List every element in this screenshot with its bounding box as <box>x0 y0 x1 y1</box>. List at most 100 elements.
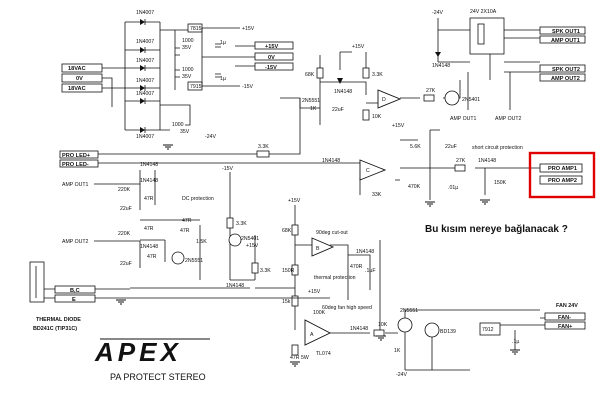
opamp-a <box>304 319 332 346</box>
regulator-7912 <box>479 322 501 336</box>
diode-label-5: 1N4007 <box>136 91 154 97</box>
res-1k-d: 1K <box>310 106 317 112</box>
spk-out2-label: SPK OUT2 <box>552 67 580 73</box>
thermal-section: +15V 68K 150R 15k B 90deg cut-out 1N4148… <box>255 198 381 361</box>
fan-minus-pin <box>544 312 586 321</box>
diode-label-1: 1N4007 <box>136 10 154 16</box>
output-minus15-label: -15V <box>265 65 277 71</box>
rail-minus24-relay: -24V <box>432 10 443 16</box>
diode-label-6: 1N4007 <box>136 134 154 140</box>
diode-label-3: 1N4007 <box>136 58 154 64</box>
amp-out1-bottom: AMP OUT1 <box>450 116 477 122</box>
res-150r-label: 15k <box>282 299 291 305</box>
res-22k-d <box>362 109 370 121</box>
relay-section: -24V 24V 2X10A 1N4148 SPK OUT1 AMP OUT1 … <box>432 9 586 122</box>
short-circuit-title: short circuit protection <box>472 145 523 151</box>
cap-01u-label: .01µ <box>448 185 458 191</box>
thermal-diode-section: B,C E THERMAL DIODE BD241C (TIP31C) <box>29 261 330 332</box>
dc-protection-section: AMP OUT1 AMP OUT2 220K 220K 47R 47R 47R … <box>62 162 271 289</box>
amp-out1-label: AMP OUT1 <box>551 38 580 44</box>
output-plus15-label: +15V <box>265 44 278 50</box>
pro-amp2-pin <box>539 175 583 185</box>
res-150r <box>291 295 299 307</box>
ground-symbols <box>116 144 520 367</box>
thermal-diode-label: THERMAL DIODE <box>36 317 81 323</box>
q-bd139-label: BD139 <box>440 329 456 335</box>
opamp-c-label: C <box>366 168 370 174</box>
pin-e-label: E <box>72 297 76 303</box>
q-bd139-symbol <box>424 322 440 338</box>
q-2n5401-dc-label: 2N5401 <box>241 236 259 242</box>
res-220k-1: 47R <box>144 196 154 202</box>
res-10k-d <box>423 94 435 102</box>
spk-out1-pin <box>539 26 586 35</box>
res-470k-label: 33K <box>372 192 382 198</box>
res-3k3-dc-label: 3.3K <box>236 221 247 227</box>
cap-22uf-c: 22uF <box>445 144 457 150</box>
bridge-diodes <box>140 19 146 133</box>
dc-protection-title: DC protection <box>182 196 214 202</box>
q-2n5551-fan: 2N5551 <box>400 308 418 314</box>
amp-in1-label: AMP OUT1 <box>62 182 89 188</box>
q-2n5551-dc <box>171 251 185 265</box>
res-3k3-dc2 <box>251 262 259 274</box>
power-supply-section: 18VAC 0V 18VAC 1N4007 1N4007 1N4007 1N40… <box>61 10 294 140</box>
res-150k-1: 220K <box>118 187 131 193</box>
cap-35v-b: 35V <box>182 74 192 80</box>
rail-plus15-top: +15V <box>242 26 255 32</box>
fan-speed-title: 60deg fan high speed <box>322 305 372 311</box>
rail-minus15-top: -15V <box>242 84 253 90</box>
res-68k-th-label: 68K <box>282 228 292 234</box>
res-220k-2: 47R <box>144 226 154 232</box>
res-1k5-label: 150R <box>282 268 295 274</box>
output-pin-minus15 <box>254 62 294 71</box>
amp-out2-bottom: AMP OUT2 <box>495 116 522 122</box>
res-100k-label: 470R <box>350 264 363 270</box>
cap-1000-b: 1000 <box>182 67 194 73</box>
q-2n5401-dc <box>228 233 242 247</box>
output-pin-plus15 <box>254 41 294 50</box>
short-circuit-section: PRO LED+ PRO LED- 3.3K 1N4148 C +15V 5.6… <box>59 98 596 200</box>
regulator-7815-label: 7815 <box>190 26 202 32</box>
cap-1000-c: 1000 <box>172 122 184 128</box>
relay-driver: +15V 68K 3.3K 1N4148 10K 22uF 2N5551 1K … <box>280 44 480 125</box>
res-10k-sc-label: 27K <box>456 158 466 164</box>
diode-label-4: 1N4007 <box>136 78 154 84</box>
res-3k3-dc2-label: 3.3K <box>260 268 271 274</box>
pin-bc <box>54 285 96 294</box>
input-0v-label: 0V <box>76 76 83 82</box>
pro-amp1-pin <box>539 163 583 173</box>
opamp-c <box>359 159 387 181</box>
res-220k-5: 47R <box>147 254 157 260</box>
res-220k-4: 47R <box>180 228 190 234</box>
q-2n5551-d: 2N5551 <box>302 98 320 104</box>
res-22k-label: 10K <box>372 114 382 120</box>
pro-amp2-label: PRO AMP2 <box>548 178 577 184</box>
input-18vac-2-label: 18VAC <box>68 86 86 92</box>
res-1k5 <box>291 264 299 276</box>
res-10k-sc <box>454 164 466 172</box>
pro-led-minus-pin <box>59 159 99 168</box>
res-470r-label: 47R 5W <box>290 355 309 361</box>
dc-diode-3: 1N4148 <box>140 244 158 250</box>
res-15k-label: 100K <box>313 310 326 316</box>
cap-22uf-d: 22uF <box>332 107 344 113</box>
sc-diode2-label: 1N4148 <box>478 158 496 164</box>
res-27k-label: 5.6K <box>410 144 421 150</box>
cap-1u-b: 1µ <box>220 76 226 82</box>
cap-22uf-dc1: 22uF <box>120 206 132 212</box>
res-220k-3: 47R <box>182 218 192 224</box>
dc-diode-4: 1N4148 <box>226 283 244 289</box>
rail-plus15-fan: +15V <box>308 289 321 295</box>
diode-label-2: 1N4007 <box>136 39 154 45</box>
cap-1uf-label: .1µF <box>365 268 375 274</box>
res-3k3-led-label: 3.3K <box>258 144 269 150</box>
fan-plus-label: FAN+ <box>558 324 573 330</box>
q-2n5401-relay <box>444 90 460 106</box>
opamp-a-label: A <box>310 332 314 338</box>
res-68k-label: 68K <box>305 72 315 78</box>
amp-out2-label: AMP OUT2 <box>551 76 580 82</box>
fan-plus-pin <box>544 321 586 330</box>
relay-diode-label: 1N4148 <box>432 63 450 69</box>
